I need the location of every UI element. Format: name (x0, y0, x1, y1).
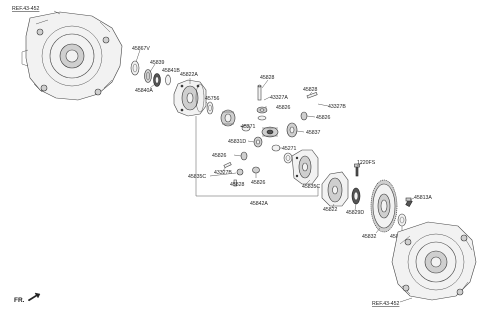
part-label-45841B: 45841B (162, 68, 180, 74)
part-label-45835C-left: 45835C (188, 174, 206, 180)
part-label-45829D: 45829D (346, 210, 364, 216)
part-45822A-differential-case (173, 79, 207, 117)
part-45831D (253, 136, 263, 148)
part-label-45835C-right: 45835C (302, 184, 320, 190)
part-43327B-low (223, 162, 232, 169)
part-label-45837: 45837 (306, 130, 321, 136)
part-label-1220FS: 1220FS (357, 160, 376, 166)
part-label-45826-b: 45826 (316, 115, 331, 121)
part-side-gear-left (220, 109, 236, 127)
part-45829D-bearing (351, 187, 361, 205)
part-45867T-seal (397, 213, 407, 227)
part-label-45867V: 45867V (132, 46, 150, 52)
part-label-45826-d: 45826 (251, 180, 266, 186)
front-direction-marker: FR. (14, 292, 41, 304)
part-label-45271-bot: 45271 (282, 146, 297, 152)
part-45271-top-washer (241, 124, 251, 132)
bracket-45842A (195, 116, 319, 197)
part-45832-ring-gear (370, 179, 398, 233)
part-45839 (144, 69, 152, 83)
fr-arrow-icon (27, 292, 41, 302)
part-label-45756-top: 45756 (205, 96, 220, 102)
part-label-45822: 45822 (323, 207, 338, 213)
part-label-45832: 45832 (362, 234, 377, 240)
part-45826-mid (240, 151, 248, 161)
part-pinion-shaft (257, 84, 262, 101)
part-45867V (130, 60, 140, 76)
part-45826-top (256, 106, 268, 114)
part-label-45840A: 45840A (135, 88, 153, 94)
part-45756-bot (283, 152, 293, 164)
part-label-43327B: 43327B (328, 104, 346, 110)
part-label-45826-a: 45826 (276, 105, 291, 111)
part-45841B (165, 74, 171, 86)
part-label-45826-c: 45826 (212, 153, 227, 159)
part-label-45842A: 45842A (250, 201, 268, 207)
part-45822-diff-case (321, 171, 349, 207)
part-45835C-left (236, 168, 244, 176)
part-45840A (153, 73, 161, 87)
part-label-45828-low: 45828 (230, 182, 245, 188)
part-small-washer-top (257, 115, 267, 121)
part-45826-right (300, 111, 308, 121)
fr-label: FR. (14, 297, 25, 304)
part-45828-pin-right (306, 91, 318, 99)
part-label-45828-top: 45828 (260, 75, 275, 81)
part-label-45813A: 45813A (414, 195, 432, 201)
part-label-45822A: 45822A (180, 72, 198, 78)
part-label-43327B-low: 43327B (214, 170, 232, 176)
transaxle-case-lower (391, 221, 477, 301)
part-label-43327A: 43327A (270, 95, 288, 101)
part-45756-top (206, 101, 214, 115)
part-45835C-right-carrier (291, 149, 319, 185)
ref-label-bottom[interactable]: REF.43-452 (372, 301, 400, 307)
part-45837-pinion-set (261, 122, 298, 138)
part-label-45831D: 45831D (228, 139, 246, 145)
ref-label-top[interactable]: REF.43-452 (12, 6, 40, 12)
part-45826-low (252, 166, 260, 174)
part-label-45828-right: 45828 (303, 87, 318, 93)
transaxle-case-upper (21, 11, 123, 101)
part-label-45271-top: 45271 (241, 124, 256, 130)
part-45271-bot-washer (271, 144, 281, 152)
part-label-45839: 45839 (150, 60, 165, 66)
